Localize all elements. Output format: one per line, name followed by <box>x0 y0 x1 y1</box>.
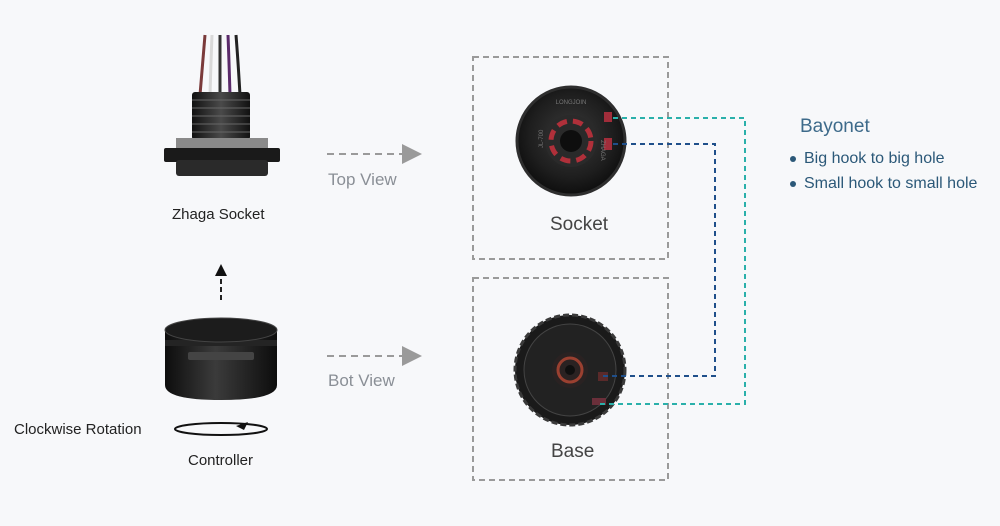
bayonet-list: Big hook to big hole Small hook to small… <box>788 146 977 196</box>
controller-label: Controller <box>188 452 254 469</box>
lift-arrow <box>215 264 227 300</box>
base-label: Base <box>551 441 595 462</box>
base-view-box <box>472 277 669 481</box>
socket-mark-right-engraving: ZHAGA <box>599 140 605 161</box>
socket-label: Socket <box>550 214 609 235</box>
bayonet-legend: Bayonet Big hook to big hole Small hook … <box>790 116 977 196</box>
bayonet-item-big-hook: Big hook to big hole <box>788 146 977 171</box>
socket-view-box <box>472 56 669 260</box>
small-hook-connector-line <box>602 143 716 377</box>
bayonet-item-small-hook: Small hook to small hole <box>788 171 977 196</box>
zhaga-socket-label: Zhaga Socket <box>172 206 265 223</box>
base-bottom-view-image <box>513 313 627 427</box>
socket-top-view-image: LONGJOIN JL-700 ZHAGA <box>515 85 627 197</box>
socket-mark-left-engraving: JL-700 <box>539 129 545 148</box>
top-view-label: Top View <box>328 170 397 189</box>
socket-brand-engraving: LONGJOIN <box>556 100 587 106</box>
zhaga-socket-image <box>164 34 280 176</box>
big-hook-connector-line <box>597 117 746 405</box>
controller-image <box>164 317 278 400</box>
clockwise-rotation-label: Clockwise Rotation <box>14 421 142 438</box>
bayonet-title: Bayonet <box>800 116 870 137</box>
rotation-arrow <box>174 422 268 436</box>
bot-view-label: Bot View <box>328 371 395 390</box>
